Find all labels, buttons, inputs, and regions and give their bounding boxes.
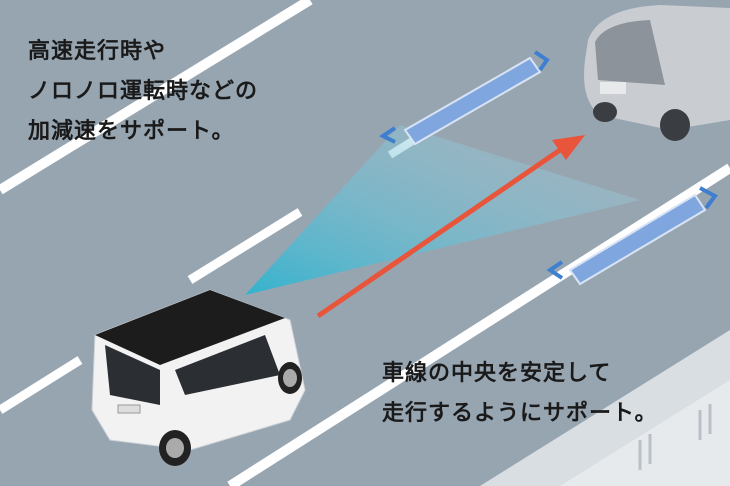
caption-acceleration-support: 高速走行時や ノロノロ運転時などの 加減速をサポート。 [28, 32, 258, 152]
caption-line: 加減速をサポート。 [28, 119, 235, 144]
wall-vents [638, 404, 712, 470]
side-wall-panel [560, 380, 730, 486]
caption-line: 高速走行時や [28, 39, 167, 64]
lane-line-left [0, 0, 313, 195]
lane-marker-left [379, 50, 550, 146]
sensor-beam [245, 125, 640, 295]
caption-line: ノロノロ運転時などの [28, 79, 259, 104]
lane-marker-right [546, 186, 718, 286]
leading-car [584, 5, 730, 141]
own-car [91, 289, 306, 466]
caption-line: 走行するようにサポート。 [382, 401, 658, 426]
caption-lane-keep-support: 車線の中央を安定して 走行するようにサポート。 [382, 354, 658, 434]
caption-line: 車線の中央を安定して [382, 361, 612, 386]
lane-dash [0, 356, 83, 414]
lane-dash [187, 208, 303, 284]
direction-arrow [316, 135, 585, 319]
lane-line-right [227, 163, 730, 486]
